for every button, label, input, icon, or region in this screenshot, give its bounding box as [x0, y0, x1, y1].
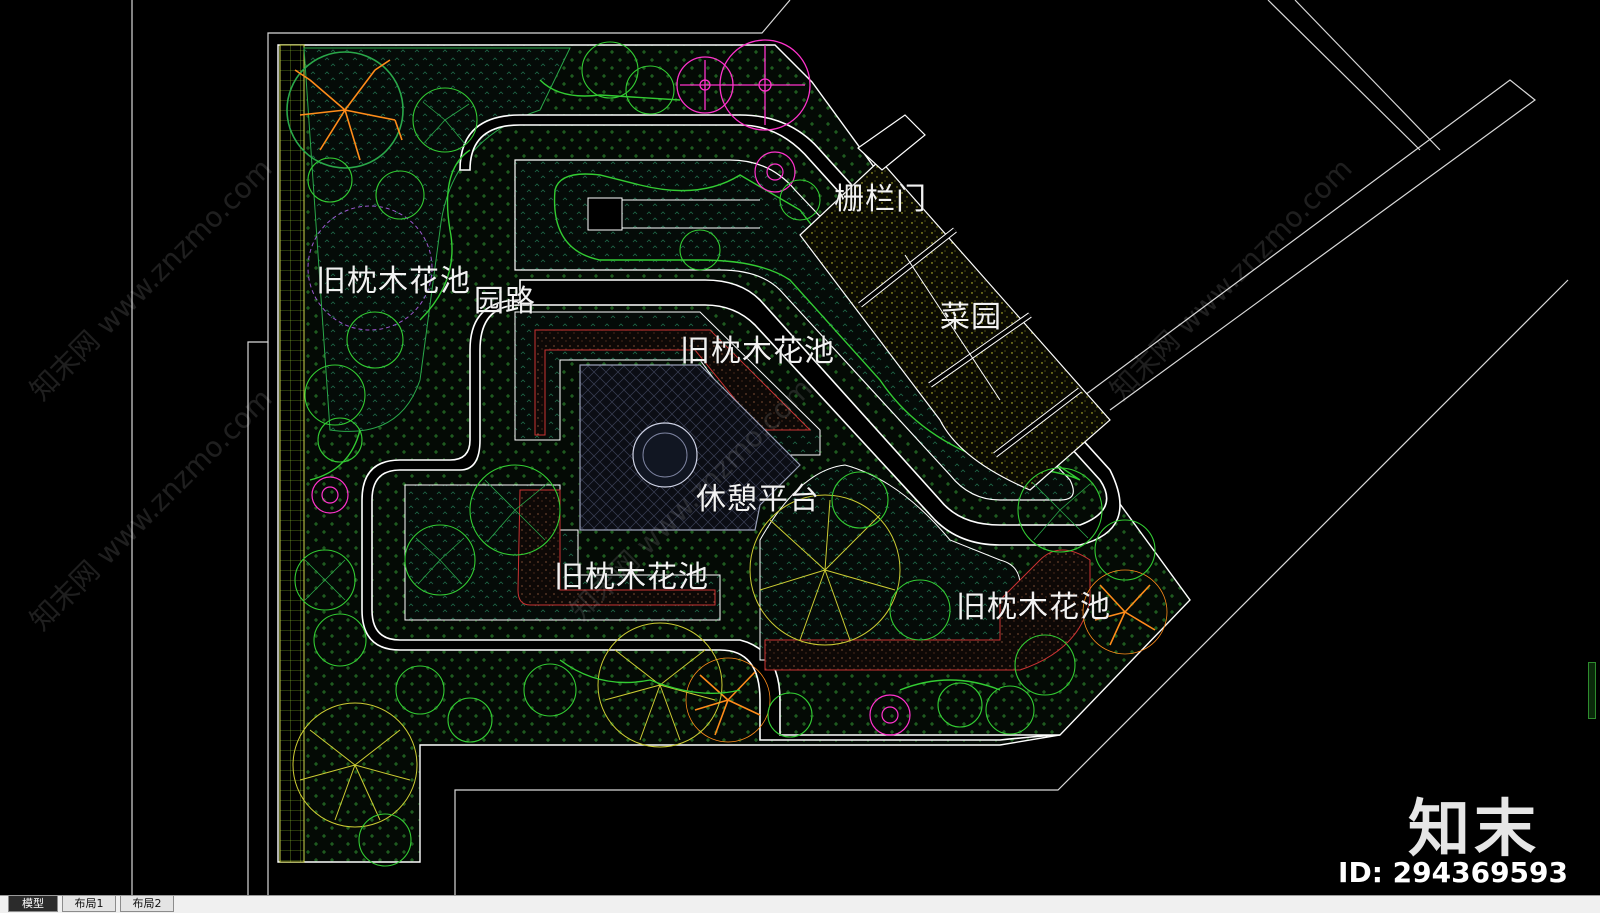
label-fence-gate: 栅栏门	[834, 182, 927, 217]
label-pool-south: 旧枕木花池	[554, 560, 709, 595]
planting-trees	[286, 39, 1168, 867]
green-shrubs	[294, 41, 1156, 867]
orange-tree-nw	[286, 51, 404, 169]
magenta-shrubs	[311, 151, 911, 736]
tab-model[interactable]: 模型	[8, 896, 58, 912]
label-pool-west: 旧枕木花池	[316, 264, 471, 299]
yellow-tree-sw	[292, 702, 418, 828]
magenta-tree-north	[676, 39, 811, 131]
garden-path	[361, 114, 1121, 741]
yellow-tree-south	[597, 622, 723, 748]
label-rest-platform: 休憩平台	[696, 482, 820, 517]
label-pool-east: 旧枕木花池	[956, 590, 1111, 625]
fence-gate-structure	[857, 114, 926, 171]
label-vegetable-garden: 菜园	[940, 300, 1002, 335]
site-boundary-lines	[131, 0, 1569, 895]
tab-layout-2[interactable]: 布局2	[120, 896, 174, 912]
vertical-scroll-thumb[interactable]	[1588, 662, 1596, 719]
orange-tree-s	[685, 657, 771, 743]
magenta-tree-west	[307, 205, 433, 331]
orange-tree-se	[1082, 569, 1168, 655]
vegetable-garden-plots	[799, 159, 1111, 491]
yellow-tree-center	[749, 494, 901, 646]
inner-bed-north	[514, 159, 1074, 501]
gate-post	[587, 197, 623, 231]
platform-round-feature	[632, 422, 698, 488]
label-pool-center: 旧枕木花池	[680, 334, 835, 369]
resource-id-label: ID: 294369593	[1338, 856, 1568, 889]
brand-logo-text: 知末	[1407, 792, 1540, 865]
hedge-band-west	[279, 44, 305, 863]
label-garden-path: 园路	[474, 284, 536, 319]
green-shrub-spokes	[304, 101, 1091, 601]
layout-tab-bar: 模型 布局1 布局2	[0, 895, 1600, 913]
planting-boundary-curves	[309, 79, 1001, 694]
tab-layout-1[interactable]: 布局1	[62, 896, 116, 912]
